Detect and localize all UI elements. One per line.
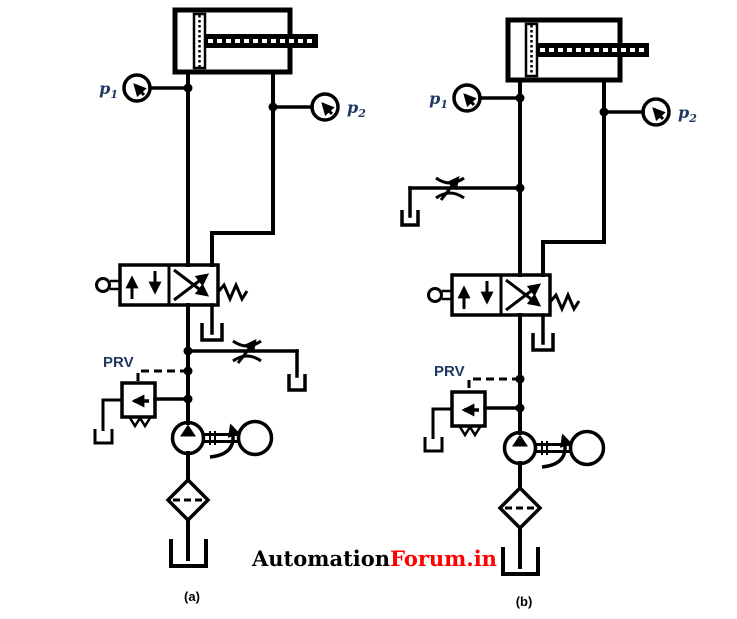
filter-symbol [497,485,543,531]
gauge-p2-label: p2 [678,103,697,125]
pipe-lines [408,78,645,569]
flow-control-valve-icon [435,175,465,201]
gauge-p1-label: p1 [99,79,118,101]
gauge-p1-label: p1 [429,89,448,111]
pilot-line [467,377,520,391]
reservoir-tank-icon [169,539,208,568]
spring-icon [548,291,581,313]
relief-valve-symbol [93,381,190,445]
flow-control-valve-icon [232,338,262,364]
caption-b: (b) [516,594,533,609]
pushbutton-icon [95,277,120,293]
filter-symbol [165,477,211,523]
circuit-a: p1 p2 [93,7,366,604]
cylinder-symbol [505,17,649,83]
valve-exhaust-tank-icon [200,303,224,342]
pilot-line [136,369,188,382]
pressure-gauge-p1-icon [122,73,152,103]
valve-exhaust-tank-icon [531,313,555,352]
relief-valve-symbol [423,390,522,453]
pressure-gauge-p2-icon [310,92,340,122]
spring-icon [216,281,249,303]
watermark: AutomationForum.in [251,546,497,571]
prv-label: PRV [434,363,465,380]
bleed-tank-icon [400,210,420,227]
pressure-gauge-p1-icon [452,83,482,113]
rotation-arrow-icon [541,433,573,469]
circuit-b: p1 p2 [400,17,697,609]
pump-symbol [502,430,538,466]
bypass-tank-icon [287,374,307,392]
prv-label: PRV [103,354,134,371]
cylinder-symbol [172,7,318,75]
directional-valve-symbol [95,263,249,307]
rotation-arrow-icon [209,423,241,459]
motor-symbol [535,429,606,469]
pressure-gauge-p2-icon [641,97,671,127]
pushbutton-icon [427,287,452,303]
pump-symbol [170,420,206,456]
gauge-p2-label: p2 [347,98,366,120]
motor-symbol [203,419,274,459]
reservoir-tank-icon [501,547,540,576]
pipe-lines [148,70,314,561]
caption-a: (a) [184,589,200,604]
directional-valve-symbol [427,273,581,317]
